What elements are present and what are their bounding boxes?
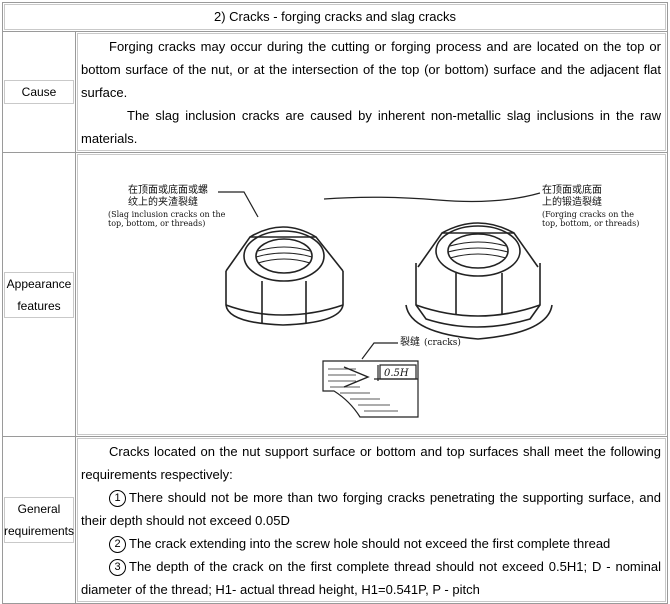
- item-number-1: 1: [109, 490, 126, 508]
- left-label-cn-2: 纹上的夹渣裂缝: [128, 195, 198, 208]
- dimension-label: 0.5H: [384, 368, 409, 379]
- requirement-text-1: There should not be more than two forgin…: [81, 490, 661, 528]
- leader-lines: [218, 191, 541, 360]
- title-row: 2) Cracks - forging cracks and slag crac…: [2, 2, 668, 32]
- flange-nut-right: [405, 222, 553, 340]
- thread-section: [322, 360, 419, 418]
- cause-paragraph-1: Forging cracks may occur during the cutt…: [81, 39, 661, 100]
- cause-label: Cause: [21, 85, 57, 99]
- appearance-label-cell: Appearance features: [2, 152, 76, 437]
- right-label-en-1: (Forging cracks on the: [542, 210, 634, 219]
- cause-paragraph-2: The slag inclusion cracks are caused by …: [81, 108, 661, 146]
- hex-nut-left: [225, 226, 344, 326]
- requirement-text-3: The depth of the crack on the first comp…: [81, 559, 661, 597]
- appearance-label-line2: features: [17, 298, 61, 313]
- nut-crack-figure: 在顶面或底面或螺 纹上的夹渣裂缝 (Slag inclusion cracks …: [108, 183, 639, 418]
- item-number-2: 2: [109, 536, 126, 554]
- item-number-3: 3: [109, 559, 126, 577]
- right-label-cn-2: 上的锻造裂缝: [542, 195, 602, 208]
- requirements-intro: Cracks located on the nut support surfac…: [81, 444, 661, 482]
- cause-content-cell: Forging cracks may occur during the cutt…: [75, 31, 668, 153]
- cracks-label-cn: 裂缝: [400, 335, 420, 348]
- requirements-label-cell: General requirements: [2, 436, 76, 604]
- right-label-en-2: top, bottom, or threads): [542, 219, 639, 228]
- cracks-label-en: (cracks): [424, 337, 461, 348]
- appearance-figure-cell: 在顶面或底面或螺 纹上的夹渣裂缝 (Slag inclusion cracks …: [75, 152, 668, 437]
- requirements-label-line2: requirements: [3, 524, 75, 538]
- requirements-label-line1: General: [17, 502, 61, 516]
- left-label-cn-1: 在顶面或底面或螺: [128, 183, 208, 196]
- right-label-cn-1: 在顶面或底面: [542, 183, 602, 196]
- left-label-en-2: top, bottom, or threads): [108, 219, 205, 228]
- requirement-text-2: The crack extending into the screw hole …: [129, 536, 611, 551]
- section-title: 2) Cracks - forging cracks and slag crac…: [4, 4, 666, 30]
- appearance-label-line1: Appearance: [6, 276, 72, 291]
- left-label-en-1: (Slag inclusion cracks on the: [108, 210, 226, 219]
- cause-label-cell: Cause: [2, 31, 76, 153]
- requirements-content-cell: Cracks located on the nut support surfac…: [75, 436, 668, 604]
